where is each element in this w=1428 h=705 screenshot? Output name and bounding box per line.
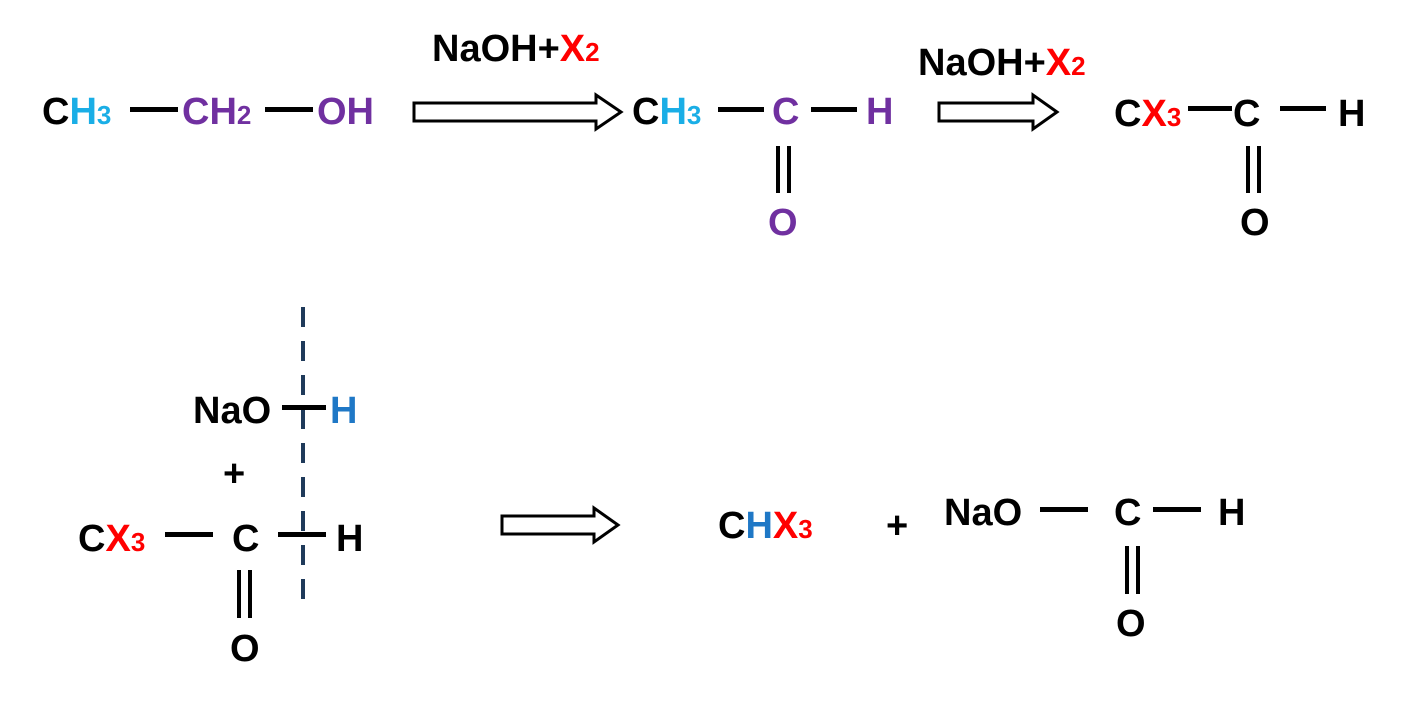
acetaldehyde-h: H: [866, 91, 894, 133]
mech-h2: H: [336, 518, 364, 560]
mech-carbonyl-c: C: [232, 518, 260, 560]
double-bond-line: [776, 146, 780, 193]
mech-h: H: [330, 390, 358, 432]
acetaldehyde-ch3: CH3: [632, 91, 702, 133]
acetaldehyde-o: O: [768, 202, 798, 244]
product-nao: NaO: [944, 492, 1023, 534]
double-bond-line: [787, 146, 791, 193]
product-h: H: [1218, 492, 1246, 534]
bond: [282, 405, 326, 410]
reaction-arrow-1: [412, 92, 624, 132]
reagent-label-2: NaOH+X2: [918, 42, 1086, 84]
ethanol-ch3: CH3: [42, 91, 112, 133]
bond: [1188, 106, 1232, 111]
double-bond-line: [237, 570, 241, 618]
acetaldehyde-carbonyl-c: C: [772, 91, 800, 133]
bond: [718, 107, 764, 112]
double-bond-line: [1257, 146, 1261, 193]
mech-o: O: [230, 628, 260, 670]
bond: [130, 107, 178, 112]
double-bond-line: [248, 570, 252, 618]
bond: [1153, 507, 1201, 512]
double-bond-line: [1125, 546, 1129, 594]
ethanol-ch2: CH2: [182, 91, 252, 133]
trihalo-cx3: CX3: [1114, 93, 1182, 135]
product-o: O: [1116, 603, 1146, 645]
product-carbonyl-c: C: [1114, 492, 1142, 534]
ethanol-oh: OH: [317, 91, 374, 133]
double-bond-line: [1136, 546, 1140, 594]
bond: [165, 532, 213, 537]
bond: [265, 107, 313, 112]
mech-plus: +: [223, 453, 246, 495]
product-plus: +: [886, 505, 909, 547]
mech-nao: NaO: [193, 390, 272, 432]
bond: [1280, 106, 1326, 111]
trihalo-carbonyl-c: C: [1233, 93, 1261, 135]
cleavage-dashed-line: [301, 307, 305, 607]
product-chx3: CHX3: [718, 505, 813, 547]
reaction-arrow-2: [937, 92, 1060, 132]
reaction-arrow-3: [500, 505, 621, 545]
reagent-label-1: NaOH+X2: [432, 28, 600, 70]
mech-cx3: CX3: [78, 518, 146, 560]
bond: [811, 107, 857, 112]
trihalo-o: O: [1240, 202, 1270, 244]
bond: [1040, 507, 1088, 512]
double-bond-line: [1246, 146, 1250, 193]
bond: [278, 532, 326, 537]
trihalo-h: H: [1338, 93, 1366, 135]
